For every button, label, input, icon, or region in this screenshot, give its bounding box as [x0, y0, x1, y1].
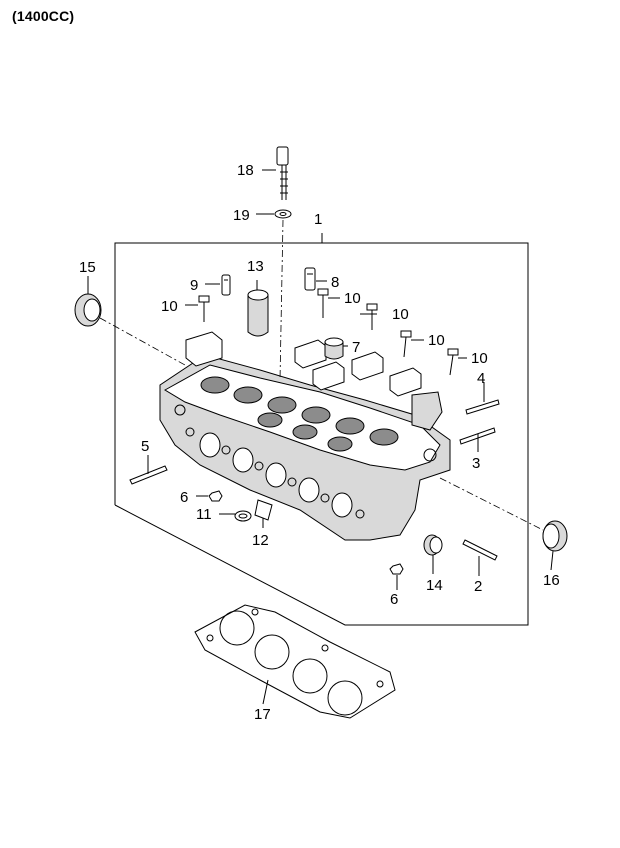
callout-19: 19 — [233, 207, 250, 224]
callout-labels: 1 2 3 4 5 6 6 7 8 9 10 10 10 10 10 11 12… — [79, 162, 560, 723]
callout-8: 8 — [331, 274, 339, 291]
part-16-plug — [542, 520, 568, 552]
callout-5: 5 — [141, 438, 149, 455]
callout-10e: 10 — [471, 350, 488, 367]
callout-15: 15 — [79, 259, 96, 276]
callout-2: 2 — [474, 578, 482, 595]
part-7-cap — [324, 337, 344, 360]
callout-17: 17 — [254, 706, 271, 723]
part-9-pin — [221, 274, 231, 296]
callout-13: 13 — [247, 258, 264, 275]
cam-cap-group — [185, 331, 443, 431]
part-6-nuts — [208, 490, 404, 575]
leader-lines — [87, 169, 554, 705]
callout-16: 16 — [543, 572, 560, 589]
callout-10b: 10 — [344, 290, 361, 307]
part-18-bolt — [276, 146, 289, 200]
callout-6a: 6 — [180, 489, 188, 506]
cylinder-head-block — [159, 354, 451, 541]
part-10-bolts — [198, 288, 459, 376]
callout-11: 11 — [196, 506, 212, 523]
callout-18: 18 — [237, 162, 254, 179]
part-14-plug — [423, 534, 443, 556]
callout-6b: 6 — [390, 591, 398, 608]
callout-10d: 10 — [428, 332, 445, 349]
callout-14: 14 — [426, 577, 443, 594]
callout-12: 12 — [252, 532, 269, 549]
part-15-seal — [74, 293, 102, 327]
part-8-pin — [304, 267, 316, 291]
part-19-washer — [274, 209, 292, 219]
part-11-seal — [234, 510, 252, 522]
callout-4: 4 — [477, 370, 485, 387]
callout-3: 3 — [472, 455, 480, 472]
engine-variant-title: (1400CC) — [12, 8, 75, 24]
part-12-plate — [254, 499, 273, 521]
part-17-head-gasket — [194, 604, 396, 719]
part-13-sleeve — [247, 289, 269, 337]
callout-9: 9 — [190, 277, 198, 294]
assembly-bracket — [114, 242, 529, 626]
callout-10a: 10 — [161, 298, 178, 315]
callout-10c: 10 — [392, 306, 409, 323]
callout-1: 1 — [314, 211, 322, 228]
callout-7: 7 — [352, 339, 360, 356]
